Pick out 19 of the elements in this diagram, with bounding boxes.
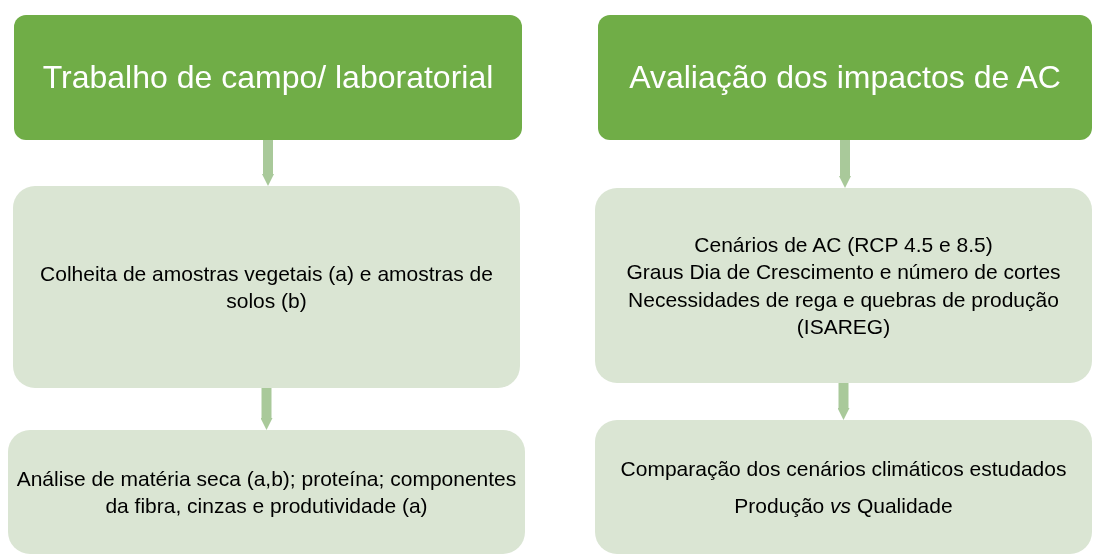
header-box bbox=[14, 15, 522, 140]
step-text: Análise de matéria seca (a,b); proteína; componentes da fibra, cinzas e produtividade (a) bbox=[16, 465, 517, 519]
header-text: Trabalho de campo/ laboratorial bbox=[42, 58, 494, 97]
step-text: Graus Dia de Crescimento e número de cortes bbox=[626, 259, 1061, 286]
step-text: Comparação dos cenários climáticos estudados bbox=[620, 455, 1067, 482]
arrow bbox=[262, 140, 274, 186]
process-box bbox=[595, 188, 1092, 383]
arrow bbox=[839, 140, 851, 188]
step-text: Colheita de amostras vegetais (a) e amostras de solos (b) bbox=[39, 260, 494, 314]
process-box bbox=[595, 420, 1092, 554]
arrow bbox=[837, 383, 850, 420]
header-text: Avaliação dos impactos de AC bbox=[629, 58, 1061, 97]
arrow bbox=[260, 388, 273, 430]
step-text: Cenários de AC (RCP 4.5 e 8.5) bbox=[694, 231, 993, 258]
header-box bbox=[598, 15, 1092, 140]
step-text: Produção vs Qualidade bbox=[734, 493, 953, 519]
step-text: Necessidades de rega e quebras de produção (ISAREG) bbox=[627, 286, 1060, 340]
process-box bbox=[8, 430, 525, 554]
process-box bbox=[13, 186, 520, 388]
